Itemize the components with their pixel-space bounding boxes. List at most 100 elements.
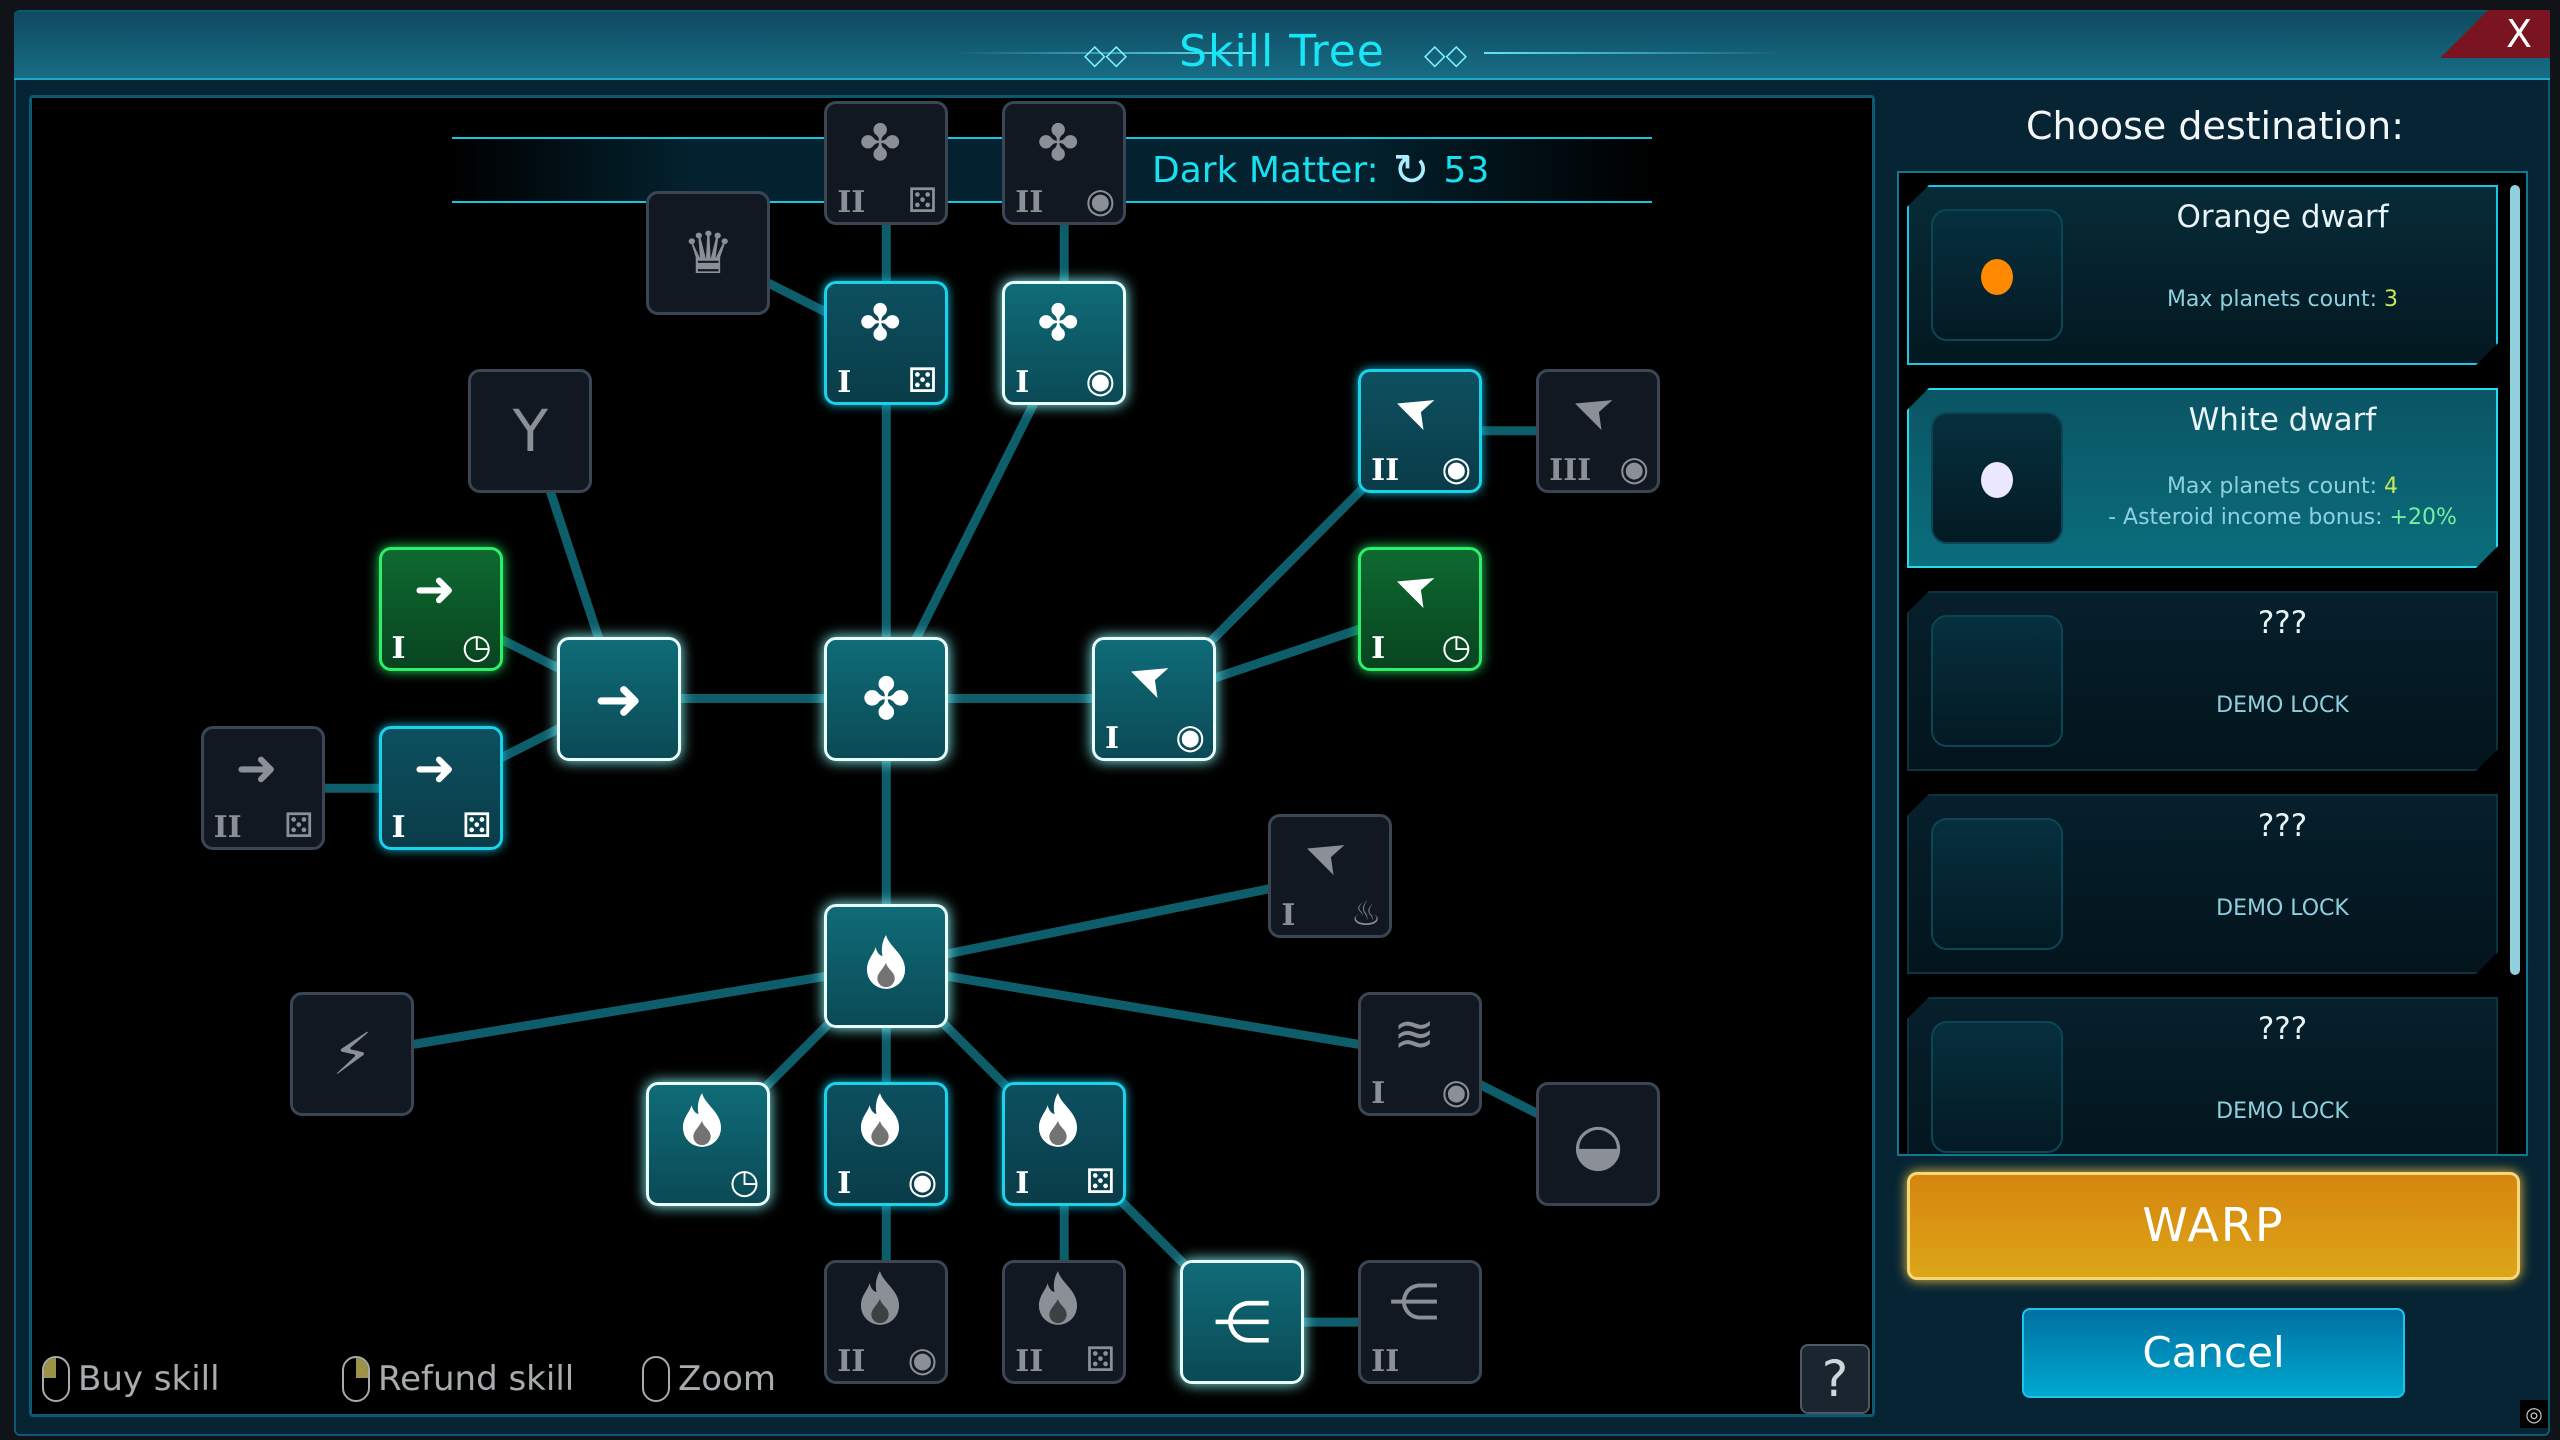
cancel-button[interactable]: Cancel xyxy=(2022,1308,2405,1398)
skill-node-fire-spread[interactable]: ⋲ xyxy=(1180,1260,1305,1385)
fire-icon: ♨ xyxy=(1350,894,1382,935)
skill-tier: III xyxy=(1549,452,1592,488)
skill-node-clover[interactable]: ✤II◉ xyxy=(1002,101,1127,225)
fire-icon xyxy=(854,1269,906,1335)
skill-node-planet-fire[interactable]: ◒ xyxy=(1536,1082,1661,1207)
arrow-icon: ➜ xyxy=(235,739,278,798)
help-button[interactable]: ? xyxy=(1800,1344,1870,1414)
skill-node-cursor[interactable]: ➤ II ◉ xyxy=(1358,368,1483,493)
destination-option[interactable]: ???DEMO LOCK xyxy=(1907,794,2498,974)
skill-node-clover[interactable]: ✤ xyxy=(824,636,949,761)
star-thumbnail xyxy=(1931,818,2063,950)
skill-node-fire[interactable]: II⚄ xyxy=(1002,1260,1127,1385)
target-icon: ◉ xyxy=(1619,448,1650,489)
dice-icon: ⚄ xyxy=(284,806,314,847)
skill-tier: I xyxy=(1015,1166,1030,1202)
skill-node-cursor[interactable]: ➤I♨ xyxy=(1268,814,1393,939)
dice-icon: ⚄ xyxy=(907,360,938,401)
skill-tier: I xyxy=(391,810,406,846)
fire-icon xyxy=(860,933,912,1000)
clock-icon: ◷ xyxy=(729,1162,760,1203)
skill-node-fire[interactable] xyxy=(824,904,949,1029)
fire-icon xyxy=(1032,1091,1084,1157)
clock-icon: ◷ xyxy=(461,626,492,667)
skill-node-crown[interactable]: ♛ xyxy=(646,190,771,315)
destination-name: White dwarf xyxy=(2188,402,2377,438)
target-icon: ◉ xyxy=(1085,181,1116,221)
skill-node-clover[interactable]: ✤II⚄ xyxy=(824,101,949,225)
warp-button[interactable]: WARP xyxy=(1907,1172,2520,1280)
skill-link xyxy=(351,961,887,1059)
star-thumbnail xyxy=(1931,1021,2063,1153)
destination-name: ??? xyxy=(2257,605,2308,641)
wind-icon: ≋ xyxy=(1393,1005,1436,1064)
skill-tier: I xyxy=(1281,898,1296,934)
skill-node-fire-spread[interactable]: ⋲II xyxy=(1358,1260,1483,1385)
skill-node-fire[interactable]: ◷ xyxy=(646,1082,771,1207)
skill-node-clover[interactable]: ✤I◉ xyxy=(1002,280,1127,405)
destination-detail: Max planets count: 4 xyxy=(2069,474,2496,499)
destination-option[interactable]: ??? DEMO LOCK xyxy=(1907,997,2498,1156)
skill-tier: II xyxy=(837,185,866,220)
skill-node-lightning[interactable]: ⚡ xyxy=(290,992,415,1117)
detail-label: DEMO LOCK xyxy=(2216,1099,2349,1124)
detail-value: +20% xyxy=(2389,505,2457,530)
skill-tier: I xyxy=(1015,364,1030,400)
close-button[interactable]: X xyxy=(2440,10,2550,58)
target-icon: ◉ xyxy=(907,1340,938,1381)
destination-name: ??? xyxy=(2257,1011,2308,1047)
cursor-icon: ➤ xyxy=(1384,554,1444,624)
skill-node-arrow[interactable]: ➜ xyxy=(556,636,681,761)
detail-value: 4 xyxy=(2384,474,2399,499)
fire-icon xyxy=(854,1091,906,1157)
fire-icon xyxy=(1032,1269,1084,1335)
star-thumbnail xyxy=(1931,412,2063,544)
fork-icon: Y xyxy=(512,396,549,465)
destination-option[interactable]: ??? DEMO LOCK xyxy=(1907,591,2498,771)
skill-node-arrow[interactable]: ➜I◷ xyxy=(378,546,503,671)
dark-matter-icon: ↻ xyxy=(1392,144,1430,196)
skill-node-fire[interactable]: I⚄ xyxy=(1002,1082,1127,1207)
skill-node-arrow[interactable]: ➜I⚄ xyxy=(378,726,503,851)
star-icon xyxy=(1981,462,2013,498)
clover-icon: ✤ xyxy=(1037,114,1080,172)
diamond-icon: ◇◇ xyxy=(1084,38,1128,71)
scrollbar[interactable] xyxy=(2510,185,2520,975)
dice-icon: ⚄ xyxy=(1085,1162,1116,1203)
skill-node-arrow[interactable]: ➜II⚄ xyxy=(200,726,325,851)
hint-label: Zoom xyxy=(678,1359,777,1399)
target-icon: ◉ xyxy=(1441,448,1472,489)
skill-node-fire[interactable]: II◉ xyxy=(824,1260,949,1385)
target-icon: ◉ xyxy=(907,1162,938,1203)
window-title: Skill Tree xyxy=(1179,26,1385,77)
skill-tier: I xyxy=(1371,630,1386,666)
star-thumbnail xyxy=(1931,209,2063,341)
dice-icon: ⚄ xyxy=(461,806,492,847)
skill-node-clover[interactable]: ✤I⚄ xyxy=(824,280,949,405)
mouse-wheel-icon xyxy=(642,1356,670,1402)
skill-node-cursor[interactable]: ➤I◷ xyxy=(1358,546,1483,671)
dark-matter-label: Dark Matter: xyxy=(1152,149,1379,191)
skill-node-fork[interactable]: Y xyxy=(468,368,593,493)
detail-label: - Asteroid income bonus: xyxy=(2108,505,2390,530)
skill-node-fire[interactable]: I◉ xyxy=(824,1082,949,1207)
star-thumbnail xyxy=(1931,615,2063,747)
destination-detail: Max planets count: 3 xyxy=(2069,287,2496,312)
destination-detail: DEMO LOCK xyxy=(2069,896,2496,921)
skill-node-cursor[interactable]: ➤I◉ xyxy=(1092,636,1217,761)
mouse-right-icon xyxy=(342,1356,370,1402)
target-icon: ◉ xyxy=(1441,1072,1472,1113)
skill-link xyxy=(885,872,1332,971)
settings-icon[interactable]: ◎ xyxy=(2520,1400,2548,1428)
skill-tier: II xyxy=(1371,452,1400,488)
star-icon xyxy=(1981,259,2013,295)
destination-detail: DEMO LOCK xyxy=(2069,693,2496,718)
hint-buy-skill: Buy skill xyxy=(42,1356,342,1402)
skill-node-wind[interactable]: ≋I◉ xyxy=(1358,992,1483,1117)
skill-tree-panel[interactable]: Dark Matter: ↻ 53 ✤II⚄✤II◉♛✤I⚄✤I◉Y➤II◉➤I… xyxy=(29,95,1875,1417)
cursor-icon: ➤ xyxy=(1384,376,1444,446)
skill-node-cursor[interactable]: ➤III◉ xyxy=(1536,368,1661,493)
